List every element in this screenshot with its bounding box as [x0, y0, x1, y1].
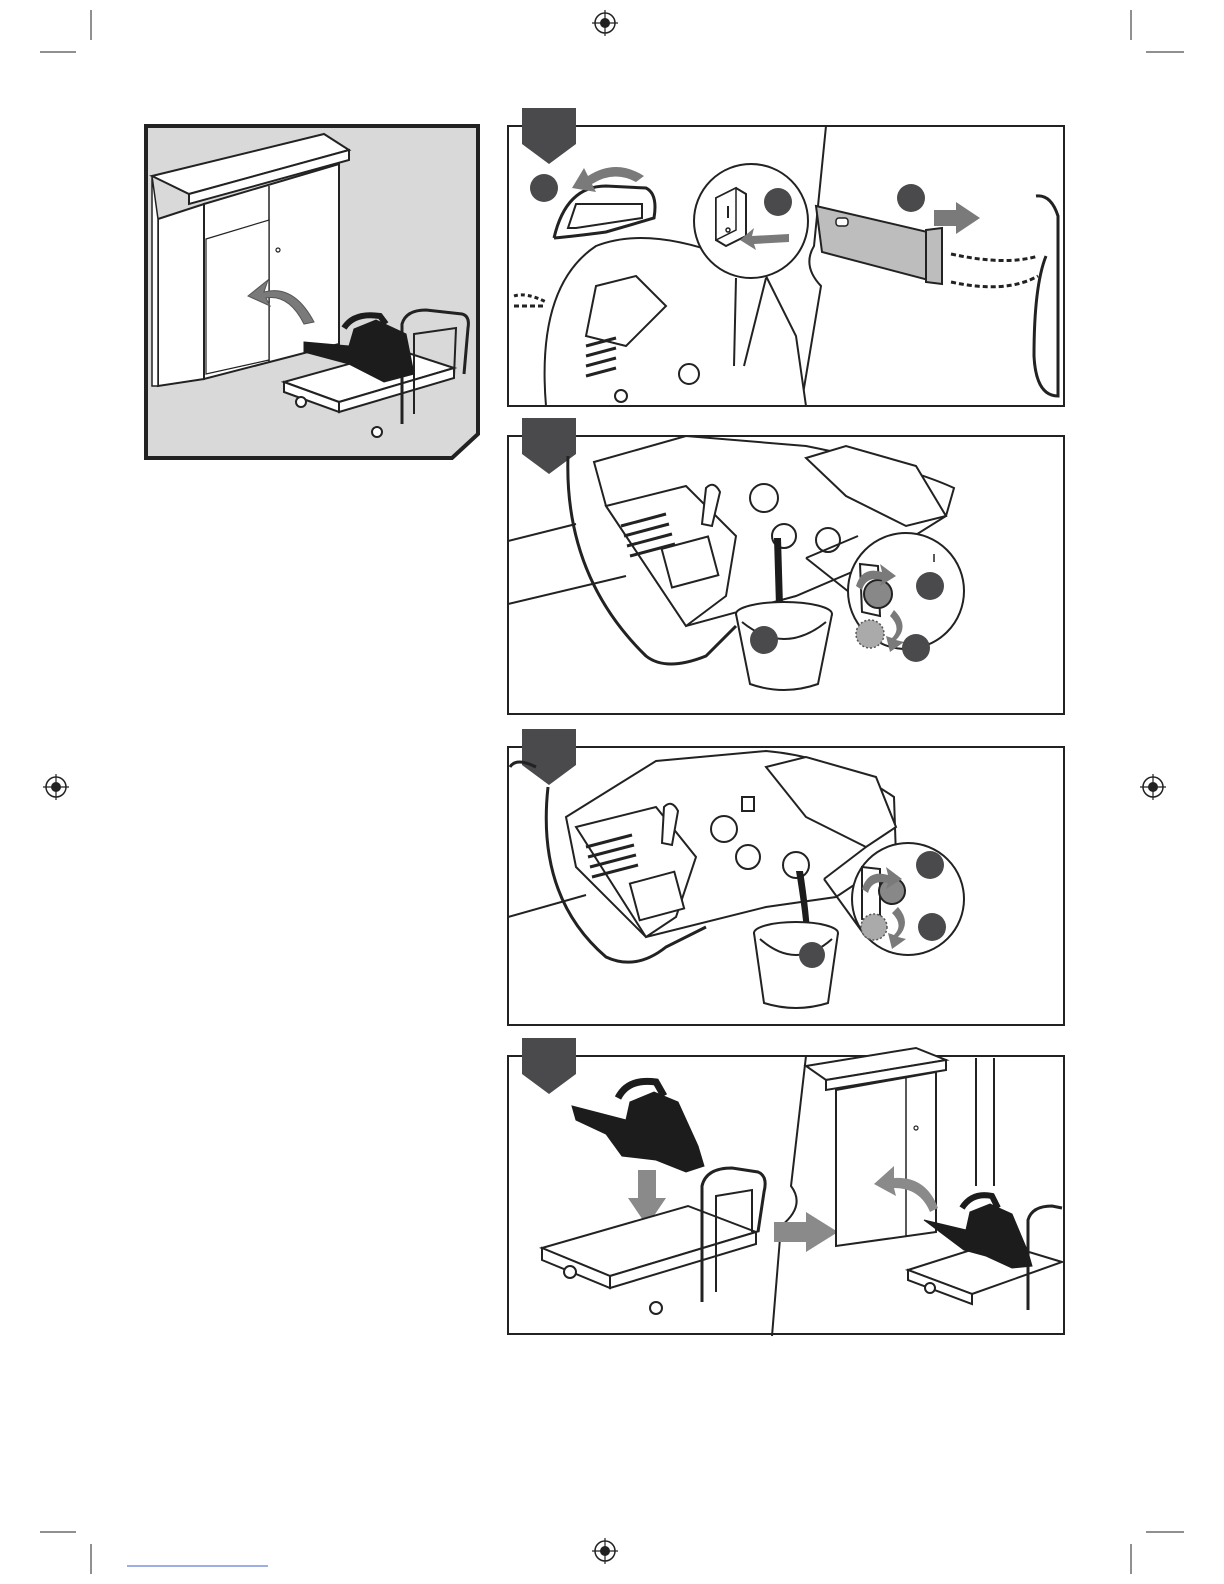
registration-mark-icon	[590, 8, 620, 38]
panel-storage-cabinet	[144, 124, 482, 460]
panel-step-2	[506, 416, 1066, 718]
bucket-icon	[736, 602, 832, 690]
registration-mark-icon	[1138, 772, 1168, 802]
callout-marker	[902, 634, 930, 662]
registration-mark-icon	[590, 1536, 620, 1566]
panel-step-3	[506, 727, 1066, 1029]
bucket-icon	[754, 922, 838, 1008]
callout-marker	[918, 913, 946, 941]
registration-mark-icon	[41, 772, 71, 802]
callout-marker	[916, 851, 944, 879]
callout-marker	[897, 184, 925, 212]
callout-marker	[916, 572, 944, 600]
panel-step-4	[506, 1036, 1066, 1338]
panel-step-1	[506, 106, 1066, 408]
callout-marker	[764, 188, 792, 216]
callout-marker	[530, 174, 558, 202]
